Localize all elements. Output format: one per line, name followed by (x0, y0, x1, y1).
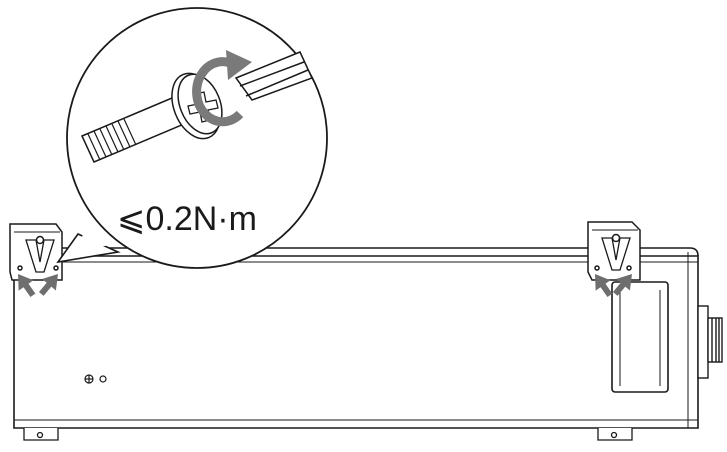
pointer-arrow (18, 274, 36, 298)
device-chassis (13, 247, 699, 429)
pointer-arrow (612, 274, 632, 296)
ground-symbol (84, 374, 94, 384)
right-mounting-bracket (587, 221, 641, 281)
pointer-arrows (18, 274, 632, 298)
torque-label: ⩽0.2N·m (117, 200, 257, 238)
pointer-arrow (38, 274, 58, 296)
left-mounting-bracket (9, 223, 63, 281)
pointer-arrow (595, 274, 613, 298)
rotation-arrow (192, 50, 252, 127)
feet (23, 428, 633, 441)
front-panel-door (611, 281, 669, 393)
indicator-hole (99, 375, 107, 383)
side-connector (697, 305, 723, 379)
screwdriver-tip (234, 51, 314, 101)
